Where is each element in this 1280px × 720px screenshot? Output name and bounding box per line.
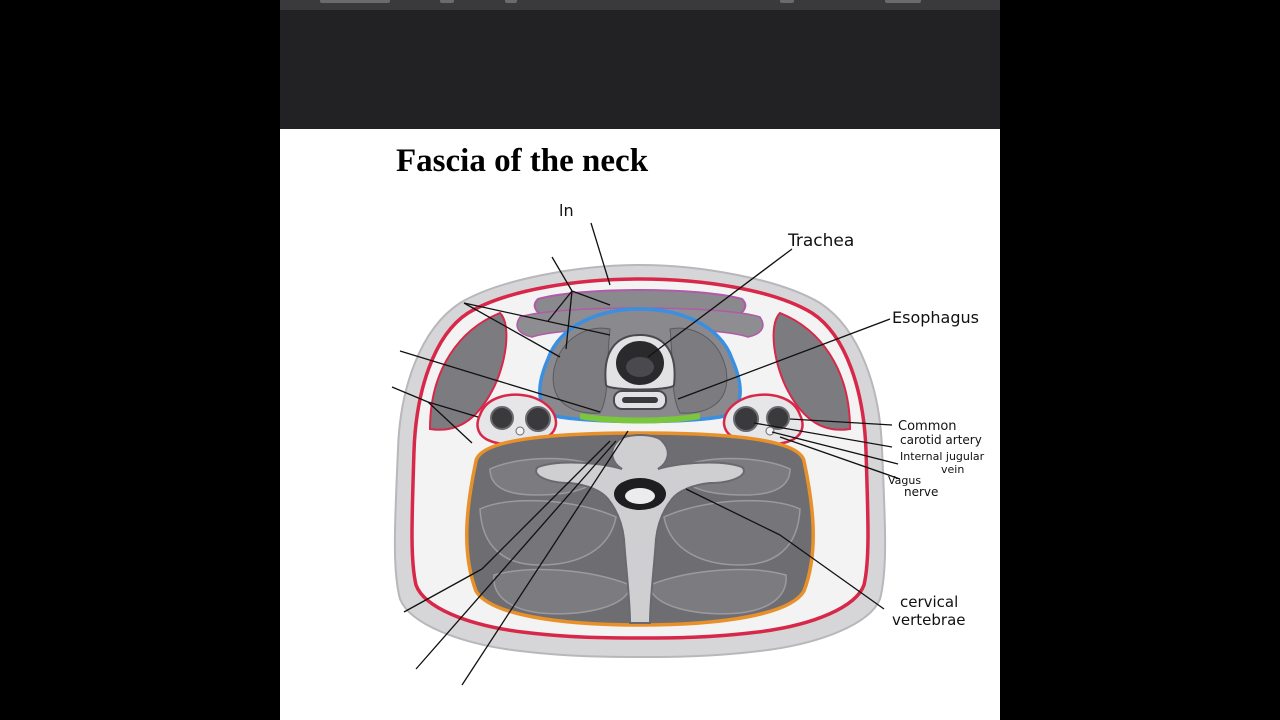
common-carotid-artery-right [766,406,790,430]
toolbar-button[interactable] [440,0,454,3]
label-internal-jugular-2: vein [941,463,964,476]
slide-title: Fascia of the neck [396,143,649,179]
spinal-cord [625,488,655,504]
deep-muscle-right-lower [649,568,787,615]
presentation-stage: Fascia of the neck [280,0,1000,720]
internal-jugular-vein-right [733,406,759,432]
toolbar-button[interactable] [885,0,921,3]
label-vagus-2: nerve [904,485,938,499]
neck-cross-section-diagram: ln Trachea Esophagus Common carotid arte… [391,201,985,686]
toolbar-strip [280,0,1000,10]
common-carotid-artery-left [490,406,514,430]
toolbar-button[interactable] [320,0,390,3]
leader-lines [391,222,901,686]
buccopharyngeal-fascia [580,413,700,424]
esophagus-lumen [622,397,658,403]
toolbar-button[interactable] [780,0,794,3]
label-internal-jugular-1: Internal jugular [900,450,985,463]
deep-muscle-right-mid [663,499,801,566]
label-trachea: Trachea [787,231,854,251]
label-cervical-1: cervical [900,593,958,611]
label-common-carotid-2: carotid artery [900,433,982,447]
vagus-nerve-right [765,426,775,436]
slide: Fascia of the neck [280,129,1000,720]
label-ln: ln [559,201,574,220]
deep-muscle-left-lower [493,568,631,615]
label-vagus-1: Vagus [888,474,921,487]
internal-jugular-vein-left [525,406,551,432]
label-common-carotid-1: Common [898,419,957,434]
toolbar-button[interactable] [505,0,517,3]
label-esophagus: Esophagus [892,308,979,327]
label-cervical-2: vertebrae [892,611,966,629]
cervical-vertebra [535,434,745,624]
trachea-lumen-highlight [626,357,654,377]
vagus-nerve-left [515,426,525,436]
